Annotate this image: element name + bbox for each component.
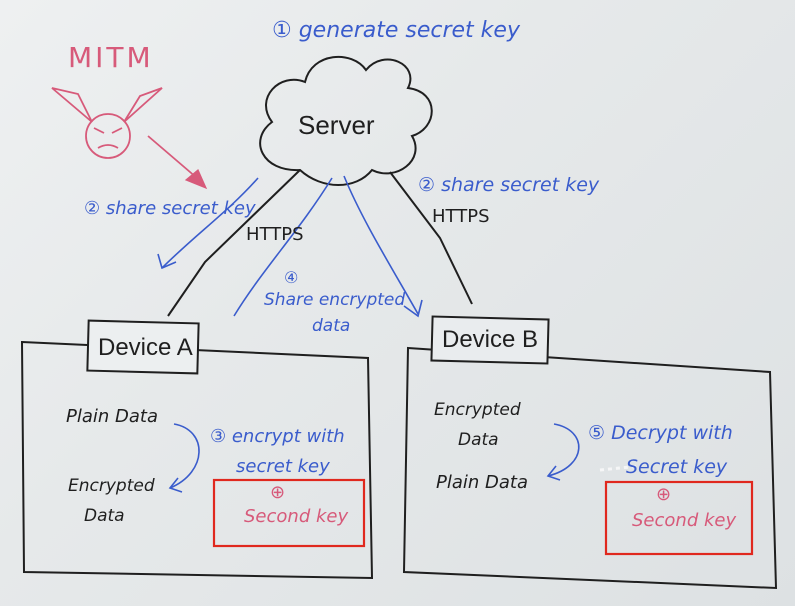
device-b-plus-icon: ⊕ [656, 484, 672, 505]
link-server-device-b [389, 171, 473, 305]
step5-line2: Secret key [626, 456, 728, 478]
highlight-second-key-a [212, 478, 366, 548]
arrowhead-a [157, 253, 177, 270]
step2-left-label: ② share secret key [84, 198, 256, 219]
arrow-encrypt-a [169, 423, 200, 489]
mitm-devil-icon [51, 87, 163, 159]
step4-line2: data [312, 316, 351, 336]
device-b-encrypted-line2: Data [458, 430, 499, 450]
link-server-device-a [167, 169, 301, 317]
device-b-second-key: Second key [632, 510, 737, 531]
step5-line1: ⑤ Decrypt with [588, 422, 733, 444]
device-a-title: Device A [98, 334, 193, 361]
arrow-share-encrypted-from-a [233, 177, 333, 317]
board-glare [599, 464, 641, 472]
device-a-box [20, 340, 374, 580]
step2-right-label: ② share secret key [418, 174, 600, 196]
device-b-box [402, 346, 778, 590]
step1-label: ① generate secret key [272, 18, 520, 43]
arrow-share-key-to-a [161, 177, 259, 269]
server-cloud [259, 55, 433, 186]
device-a-plus-icon: ⊕ [270, 482, 286, 503]
device-a-encrypted-line2: Data [84, 506, 125, 526]
device-a-second-key: Second key [244, 506, 349, 527]
arrow-decrypt-b [547, 423, 580, 477]
arrow-share-encrypted-to-b [343, 175, 419, 315]
mitm-arrowhead-icon [184, 169, 208, 190]
device-b-title: Device B [442, 326, 539, 353]
step3-line1: ③ encrypt with [210, 426, 345, 447]
mitm-label: MITM [68, 41, 154, 74]
arrowhead-decrypt-b [546, 465, 561, 481]
https-right-label: HTTPS [432, 206, 490, 227]
device-b-title-box [430, 315, 550, 365]
device-b-encrypted-line1: Encrypted [434, 400, 521, 420]
step4-line1: Share encrypted [264, 290, 406, 310]
highlight-second-key-b [604, 480, 754, 556]
arrowhead-b [403, 299, 423, 318]
device-a-encrypted-line1: Encrypted [68, 476, 155, 496]
step3-line2: secret key [236, 456, 330, 477]
device-a-title-box [86, 319, 200, 375]
device-a-plain-data: Plain Data [66, 406, 158, 427]
https-left-label: HTTPS [246, 224, 304, 245]
server-label: Server [298, 110, 375, 140]
device-b-plain-data: Plain Data [436, 472, 528, 493]
arrowhead-encrypt-a [168, 477, 183, 493]
step4-number: ④ [284, 268, 299, 287]
